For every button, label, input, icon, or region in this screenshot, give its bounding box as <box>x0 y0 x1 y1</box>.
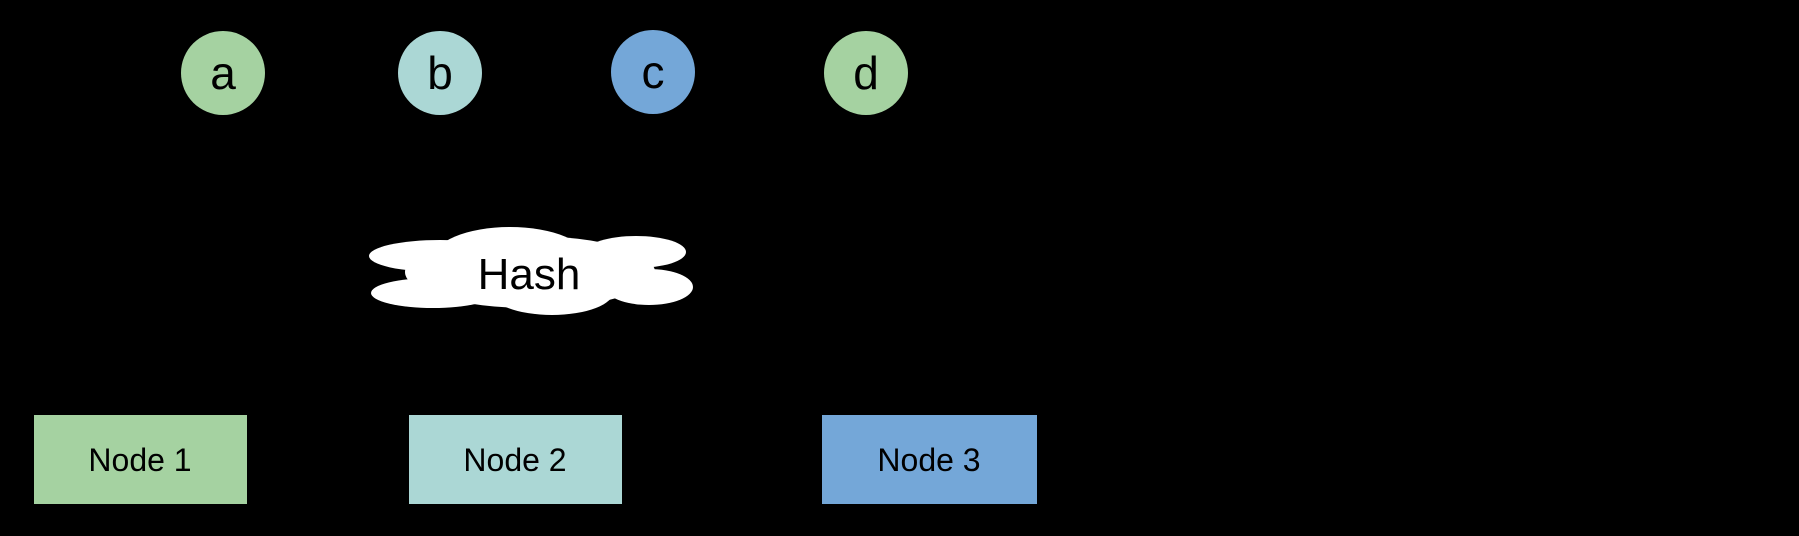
key-circle-a <box>181 31 265 115</box>
key-label-a: a <box>210 47 236 99</box>
node-1: Node 1 <box>34 415 247 504</box>
key-circle-b <box>398 31 482 115</box>
node-2: Node 2 <box>409 415 622 504</box>
node-3-box <box>822 415 1037 504</box>
key-label-b: b <box>427 47 453 99</box>
node-1-label: Node 1 <box>88 442 191 478</box>
key-label-c: c <box>642 46 665 98</box>
key-group-a: a <box>181 31 265 115</box>
cloud-lobe-bottom-right <box>605 269 693 305</box>
cloud-lobe-bottom-center <box>490 267 614 315</box>
node-2-box <box>409 415 622 504</box>
node-1-box <box>34 415 247 504</box>
key-label-d: d <box>853 47 879 99</box>
key-group-d: d <box>824 31 908 115</box>
key-circle-d <box>824 31 908 115</box>
node-3-label: Node 3 <box>877 442 980 478</box>
node-2-label: Node 2 <box>463 442 566 478</box>
node-3: Node 3 <box>822 415 1037 504</box>
hash-cloud: Hash <box>369 227 693 315</box>
key-circle-c <box>611 30 695 114</box>
key-group-b: b <box>398 31 482 115</box>
cloud-lobe-bottom-left <box>371 278 495 308</box>
key-group-c: c <box>611 30 695 114</box>
hash-label: Hash <box>478 250 581 299</box>
